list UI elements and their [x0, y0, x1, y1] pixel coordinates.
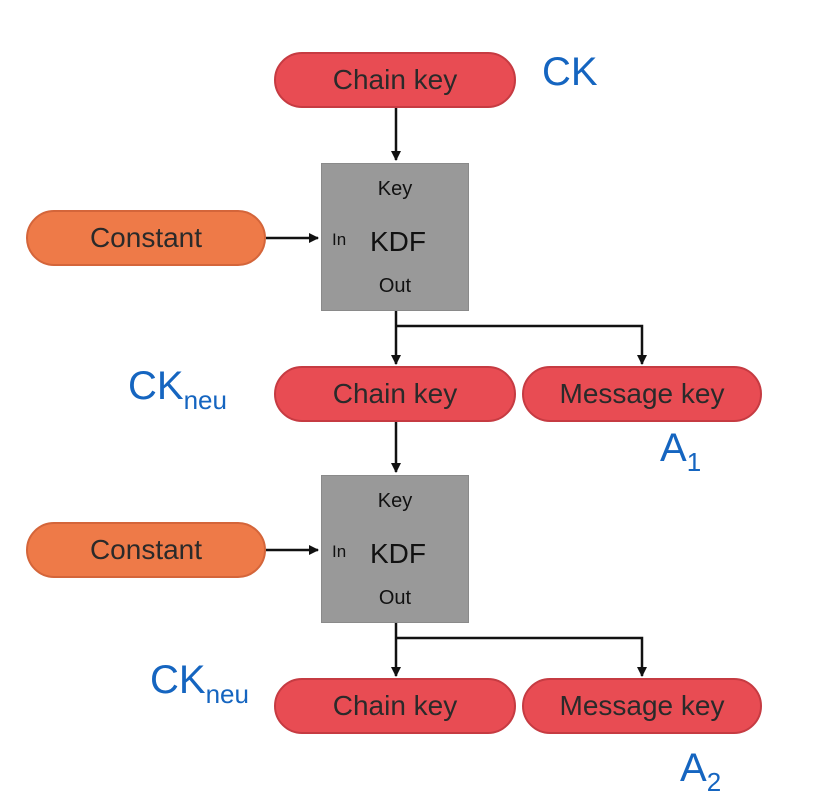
constant-1-label: Constant	[89, 222, 203, 253]
chain-key-top-label: Chain key	[332, 64, 458, 95]
kdf-2-key-port: Key	[377, 490, 413, 512]
ck-neu-1-sub: neu	[183, 385, 227, 415]
kdf-1-key-port: Key	[377, 178, 413, 200]
constant-2: Constant	[26, 522, 266, 578]
kdf-1-in-port: In	[332, 230, 347, 249]
a2-base: A	[680, 746, 707, 790]
a1-sub: 1	[686, 447, 702, 477]
chain-key-bottom-label: Chain key	[332, 690, 458, 721]
arrow-kdf1-to-messagekey	[396, 324, 647, 365]
kdf-box-2: Key In KDF Out	[321, 475, 469, 623]
constant-2-label: Constant	[89, 534, 203, 565]
ck-label-text: CK	[542, 50, 598, 94]
ck-neu-2-label: CKneu	[150, 658, 249, 707]
arrow-kdf2-to-messagekey	[396, 636, 647, 677]
kdf-1-title: KDF	[370, 226, 426, 257]
chain-key-mid: Chain key	[274, 366, 516, 422]
message-key-2: Message key	[522, 678, 762, 734]
chain-key-top: Chain key	[274, 52, 516, 108]
chain-key-bottom: Chain key	[274, 678, 516, 734]
ck-neu-1-label: CKneu	[128, 364, 227, 413]
kdf-1-out-port: Out	[378, 275, 412, 297]
kdf-2-in-port: In	[332, 542, 347, 561]
constant-1: Constant	[26, 210, 266, 266]
message-key-2-label: Message key	[559, 690, 725, 721]
a1-base: A	[660, 426, 687, 470]
a2-label: A2	[680, 746, 721, 795]
message-key-1-label: Message key	[559, 378, 725, 409]
ck-neu-1-base: CK	[128, 364, 184, 408]
ck-neu-2-base: CK	[150, 658, 206, 702]
ck-label: CK	[542, 52, 598, 92]
ck-neu-2-sub: neu	[205, 679, 249, 709]
kdf-box-1: Key In KDF Out	[321, 163, 469, 311]
a1-label: A1	[660, 426, 701, 475]
chain-key-mid-label: Chain key	[332, 378, 458, 409]
kdf-2-out-port: Out	[378, 587, 412, 609]
kdf-2-title: KDF	[370, 538, 426, 569]
message-key-1: Message key	[522, 366, 762, 422]
a2-sub: 2	[706, 767, 722, 797]
